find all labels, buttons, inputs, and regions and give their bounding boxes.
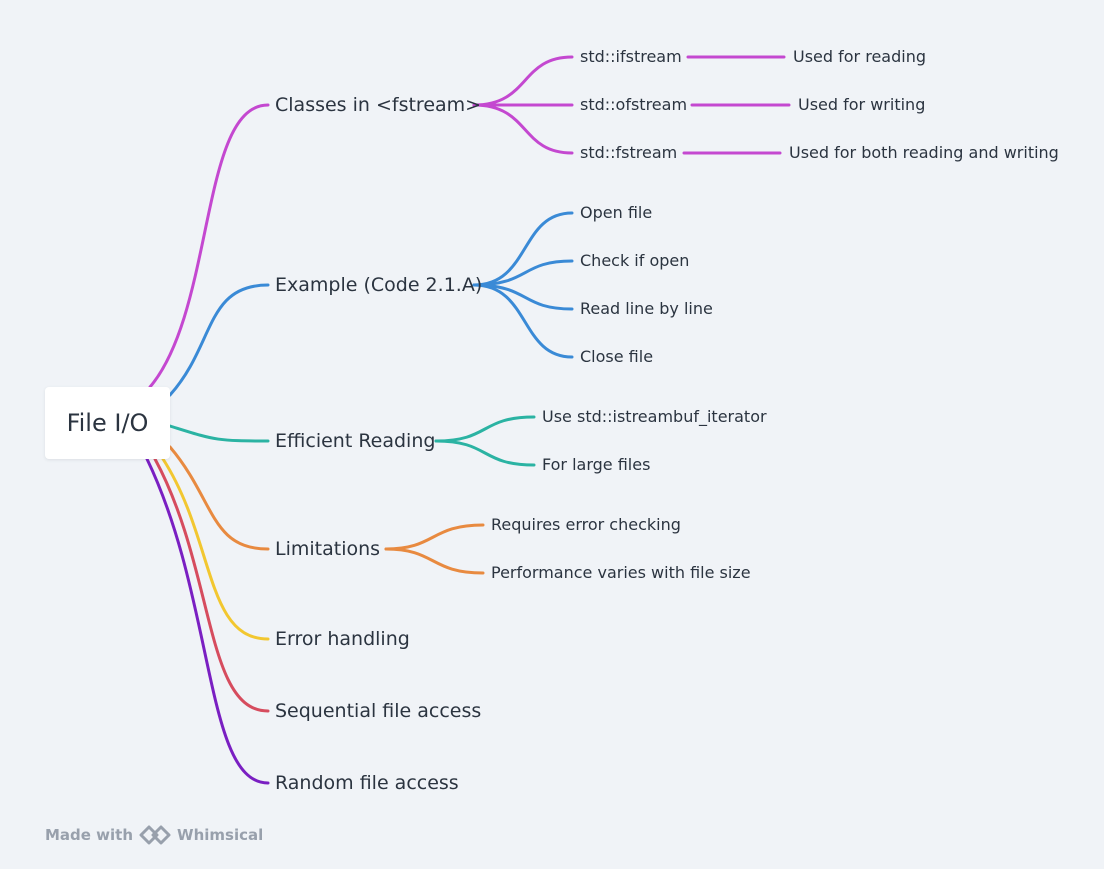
whimsical-logo-icon (139, 824, 171, 846)
connector-root-random (145, 457, 270, 785)
node-check-open-label[interactable]: Check if open (580, 251, 690, 270)
root-node-label: File I/O (66, 409, 149, 437)
node-fstream-label[interactable]: std::fstream (580, 143, 678, 162)
connector-efficient-iterator (434, 415, 536, 443)
node-open-file-label[interactable]: Open file (580, 203, 653, 222)
node-large-files-label[interactable]: For large files (542, 455, 651, 474)
footer-brand: Whimsical (177, 826, 264, 844)
node-ofstream-note[interactable]: Used for writing (798, 95, 926, 114)
footer-prefix: Made with (45, 826, 134, 844)
branch-example-label[interactable]: Example (Code 2.1.A) (275, 274, 483, 296)
connector-root-efficient (168, 424, 270, 443)
connector-root-limitations (168, 445, 270, 551)
branch-error-handling-label[interactable]: Error handling (275, 628, 410, 650)
branch-classes-label[interactable]: Classes in <fstream> (275, 94, 482, 116)
node-performance-label[interactable]: Performance varies with file size (491, 563, 751, 582)
node-close-file-label[interactable]: Close file (580, 347, 654, 366)
node-ifstream-note[interactable]: Used for reading (793, 47, 926, 66)
branch-limitations-label[interactable]: Limitations (275, 538, 381, 560)
connector-efficient-large (434, 439, 536, 467)
connector-classes-ifstream (472, 55, 574, 107)
made-with-footer[interactable]: Made with Whimsical (45, 824, 263, 846)
connector-limitations-performance (384, 547, 485, 575)
node-fstream-note[interactable]: Used for both reading and writing (789, 143, 1059, 162)
connector-root-example (168, 283, 270, 397)
root-node[interactable]: File I/O (45, 387, 170, 459)
node-error-checking-label[interactable]: Requires error checking (491, 515, 681, 534)
branch-efficient-label[interactable]: Efficient Reading (275, 430, 436, 452)
connector-root-error-handling (161, 457, 270, 641)
connector-classes-fstream (472, 103, 574, 155)
node-read-line-label[interactable]: Read line by line (580, 299, 713, 318)
connector-limitations-error (384, 523, 485, 551)
connector-example-close (472, 283, 574, 359)
branch-sequential-label[interactable]: Sequential file access (275, 700, 482, 722)
connector-root-classes (148, 103, 270, 389)
branch-random-label[interactable]: Random file access (275, 772, 459, 794)
connector-example-open (472, 211, 574, 287)
node-istreambuf-label[interactable]: Use std::istreambuf_iterator (542, 407, 767, 426)
node-ifstream-label[interactable]: std::ifstream (580, 47, 682, 66)
node-ofstream-label[interactable]: std::ofstream (580, 95, 688, 114)
connector-example-check (472, 259, 574, 287)
connector-root-sequential (153, 457, 270, 713)
connector-example-read (472, 283, 574, 311)
